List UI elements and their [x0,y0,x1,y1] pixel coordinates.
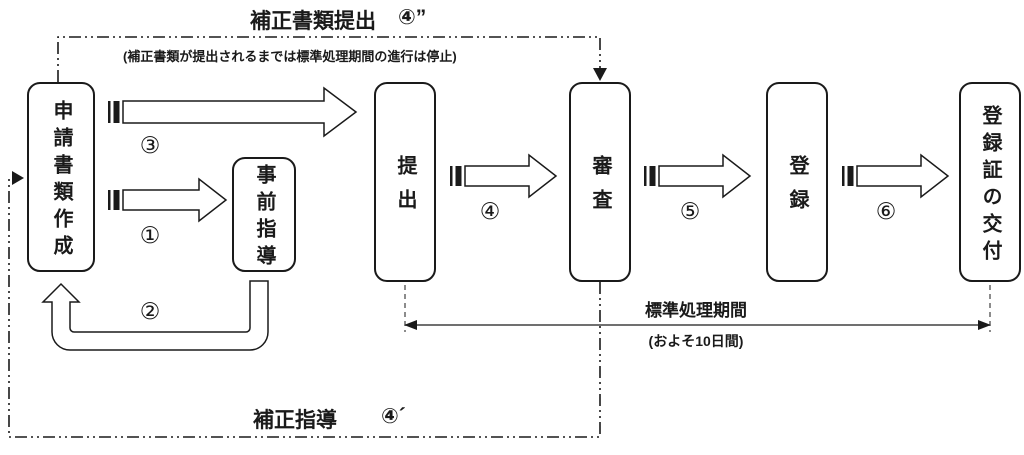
step3-arrow-body [122,86,358,138]
step5-arrow [644,153,752,199]
processing-period-label: 標準処理期間 [645,301,747,320]
correction-guidance-line [8,177,601,438]
processing-period-measure [404,285,991,332]
step6-arrow-stripe [842,166,845,186]
box-application-documents: 申請書類作成 [27,82,95,272]
period-arrowhead-left [404,320,417,330]
box-registration-label: 登録 [786,155,808,223]
step4-arrow-stripe [455,166,462,186]
step4-arrow-stripe [450,166,453,186]
step6-number: ⑥ [875,198,897,224]
correction-submission-note: (補正書類が提出されるまでは標準処理期間の進行は停止) [123,49,457,64]
correction-guidance-label: 補正指導 [253,409,337,432]
step2-uturn-arrow [41,280,269,351]
correction-submission-label: 補正書類提出 [250,10,376,33]
step6-arrow-stripe [847,166,854,186]
correction-guidance-path [8,171,601,438]
step1-number: ① [139,222,161,248]
step5-arrow-stripe [649,166,656,186]
box-submission: 提出 [374,82,436,282]
box-prior-guidance-label: 事前指導 [253,164,275,272]
correction-guidance-caption: 補正指導 ④´ [253,404,406,434]
step1-arrow-body [122,177,228,223]
step1-arrow-stripe [113,190,120,210]
step5-arrow-body [658,153,752,199]
period-arrowhead-right [978,320,991,330]
step3-arrow [108,86,358,138]
step3-arrow-stripe [113,101,120,123]
box-certificate-issue: 登録証の交付 [959,82,1021,282]
step4-arrow [450,153,558,199]
step6-arrow-body [856,153,950,199]
processing-period-duration: (およそ10日間) [648,333,744,349]
box-application-documents-label: 申請書類作成 [50,99,72,262]
box-prior-guidance: 事前指導 [232,157,296,272]
step6-arrow [842,153,950,199]
box-certificate-issue-label: 登録証の交付 [979,104,1001,267]
step1-arrow [108,177,228,223]
step5-number: ⑤ [679,198,701,224]
correction-submission-arrowhead [593,68,607,81]
box-examination: 審査 [569,82,631,282]
step5-arrow-stripe [644,166,647,186]
step3-number: ③ [139,132,161,158]
box-examination-label: 審査 [589,155,611,223]
correction-submission-path [57,36,607,82]
step1-arrow-stripe [108,190,111,210]
step4-arrow-body [464,153,558,199]
step2-number: ② [139,298,161,324]
box-registration: 登録 [766,82,828,282]
box-submission-label: 提出 [394,155,416,223]
correction-submission-step: ④” [398,6,427,29]
correction-submission-caption: 補正書類提出 ④” [250,5,426,35]
step4-number: ④ [479,198,501,224]
correction-submission-line [57,36,601,82]
correction-guidance-step: ④´ [381,405,406,428]
step3-arrow-stripe [108,101,111,123]
correction-guidance-arrowhead [12,171,24,185]
